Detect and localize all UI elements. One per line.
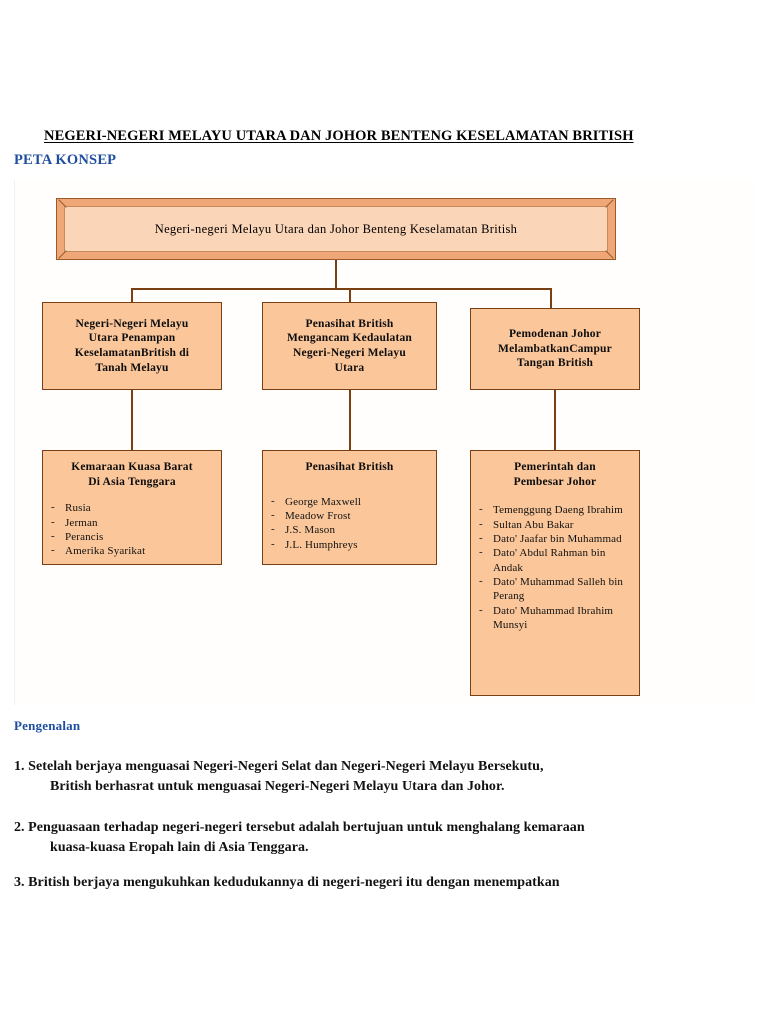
- node-label-block: Penasihat British Mengancam Kedaulatan N…: [263, 303, 436, 389]
- list-item: Rusia: [51, 500, 211, 515]
- diagram-node-pemerintah-pembesar-johor: Pemerintah dan Pembesar Johor Temenggung…: [470, 450, 640, 696]
- paragraph-2-line-2: kuasa-kuasa Eropah lain di Asia Tenggara…: [50, 840, 309, 856]
- node-label-block: Negeri-Negeri Melayu Utara Penampan Kese…: [43, 303, 221, 389]
- list-item: Dato' Muhammad Ibrahim Munsyi: [479, 603, 631, 633]
- concept-map-diagram: Negeri-negeri Melayu Utara dan Johor Ben…: [14, 180, 754, 705]
- list-item: Dato' Muhammad Salleh bin Perang: [479, 574, 631, 604]
- list-item: Dato' Abdul Rahman bin Andak: [479, 545, 631, 575]
- connector-level2-bus: [131, 288, 551, 290]
- list-item: Dato' Jaafar bin Muhammad: [479, 531, 631, 546]
- list-item: Amerika Syarikat: [51, 543, 211, 558]
- node-header-line-2: Di Asia Tenggara: [88, 475, 176, 488]
- bevel-corner-bottom-right: [605, 250, 614, 259]
- list-item: Meadow Frost: [271, 508, 426, 523]
- page-title: NEGERI-NEGERI MELAYU UTARA DAN JOHOR BEN…: [44, 128, 634, 144]
- bevel-corner-top-left: [58, 199, 67, 208]
- diagram-node-negeri-melayu-utara-penampan: Negeri-Negeri Melayu Utara Penampan Kese…: [42, 302, 222, 390]
- node-header-line-1: Pemerintah dan: [514, 461, 596, 473]
- node-list-wrap: George Maxwell Meadow Frost J.S. Mason J…: [263, 475, 436, 552]
- section-heading-pengenalan: Pengenalan: [14, 718, 81, 733]
- list-item: J.S. Mason: [271, 522, 426, 537]
- node-label-line-1: Negeri-Negeri Melayu: [75, 317, 189, 330]
- paragraph-1-line-2: British berhasrat untuk menguasai Negeri…: [50, 779, 505, 795]
- connector-to-node-r2-2: [550, 288, 552, 310]
- root-node-inner: Negeri-negeri Melayu Utara dan Johor Ben…: [64, 206, 608, 252]
- paragraph-1-line-1: Setelah berjaya menguasai Negeri-Negeri …: [28, 759, 544, 774]
- diagram-node-penasihat-british-list: Penasihat British George Maxwell Meadow …: [262, 450, 437, 565]
- node-label-line-4: Tanah Melayu: [95, 361, 169, 374]
- paragraph-2-number: 2.: [14, 820, 25, 835]
- paragraph-1: 1. Setelah berjaya menguasai Negeri-Nege…: [14, 757, 744, 798]
- paragraph-3: 3. British berjaya mengukuhkan kedudukan…: [14, 873, 744, 893]
- diagram-node-penasihat-british-mengancam: Penasihat British Mengancam Kedaulatan N…: [262, 302, 437, 390]
- node-label-line-1: Pemodenan Johor: [508, 327, 602, 340]
- node-list: Rusia Jerman Perancis Amerika Syarikat: [51, 500, 211, 558]
- list-item: Jerman: [51, 515, 211, 530]
- node-header-line-1: Penasihat British: [305, 461, 394, 473]
- node-label-line-3: Negeri-Negeri Melayu: [293, 347, 406, 359]
- node-label-line-4: Utara: [334, 361, 365, 374]
- node-header: Pemerintah dan Pembesar Johor: [471, 451, 639, 489]
- list-item: George Maxwell: [271, 494, 426, 509]
- list-item: J.L. Humphreys: [271, 537, 426, 552]
- list-item: Perancis: [51, 529, 211, 544]
- bevel-corner-top-right: [605, 199, 614, 208]
- subtitle-peta-konsep: PETA KONSEP: [14, 152, 117, 168]
- node-list-wrap: Temenggung Daeng Ibrahim Sultan Abu Baka…: [471, 489, 639, 632]
- node-header-line-1: Kemaraan Kuasa Barat: [71, 461, 193, 473]
- connector-r2-0-to-r3-0: [131, 390, 133, 452]
- connector-r2-2-to-r3-2: [554, 390, 556, 452]
- connector-to-node-r2-1: [349, 288, 351, 304]
- node-list-wrap: Rusia Jerman Perancis Amerika Syarikat: [43, 489, 221, 558]
- node-list: George Maxwell Meadow Frost J.S. Mason J…: [271, 494, 426, 552]
- node-header: Penasihat British: [263, 451, 436, 475]
- list-item: Sultan Abu Bakar: [479, 517, 631, 532]
- diagram-root-node: Negeri-negeri Melayu Utara dan Johor Ben…: [56, 198, 616, 260]
- node-label-line-3: KeselamatanBritish di: [74, 347, 190, 359]
- node-header-line-2: Pembesar Johor: [513, 475, 597, 488]
- node-label-line-1: Penasihat British: [305, 317, 394, 330]
- node-list: Temenggung Daeng Ibrahim Sultan Abu Baka…: [479, 502, 631, 633]
- paragraph-3-number: 3.: [14, 875, 25, 890]
- node-label-line-2: Mengancam Kedaulatan: [286, 332, 413, 345]
- node-label-line-2: MelambatkanCampur: [498, 342, 612, 355]
- node-label-block: Pemodenan Johor MelambatkanCampur Tangan…: [471, 309, 639, 389]
- root-node-label: Negeri-negeri Melayu Utara dan Johor Ben…: [154, 221, 518, 236]
- list-item: Temenggung Daeng Ibrahim: [479, 502, 631, 517]
- connector-r2-1-to-r3-1: [349, 390, 351, 452]
- paragraph-2-line-1: Penguasaan terhadap negeri-negeri terseb…: [28, 820, 585, 835]
- diagram-node-pemodenan-johor: Pemodenan Johor MelambatkanCampur Tangan…: [470, 308, 640, 390]
- connector-root-stem: [335, 260, 337, 290]
- node-label-line-2: Utara Penampan: [88, 332, 176, 345]
- paragraph-2: 2. Penguasaan terhadap negeri-negeri ter…: [14, 818, 744, 859]
- diagram-node-kemaraan-kuasa-barat: Kemaraan Kuasa Barat Di Asia Tenggara Ru…: [42, 450, 222, 565]
- connector-to-node-r2-0: [131, 288, 133, 304]
- node-label-line-3: Tangan British: [516, 357, 594, 370]
- paragraph-3-line-1: British berjaya mengukuhkan kedudukannya…: [28, 875, 560, 890]
- node-header: Kemaraan Kuasa Barat Di Asia Tenggara: [43, 451, 221, 489]
- bevel-corner-bottom-left: [58, 250, 67, 259]
- paragraph-1-number: 1.: [14, 759, 25, 774]
